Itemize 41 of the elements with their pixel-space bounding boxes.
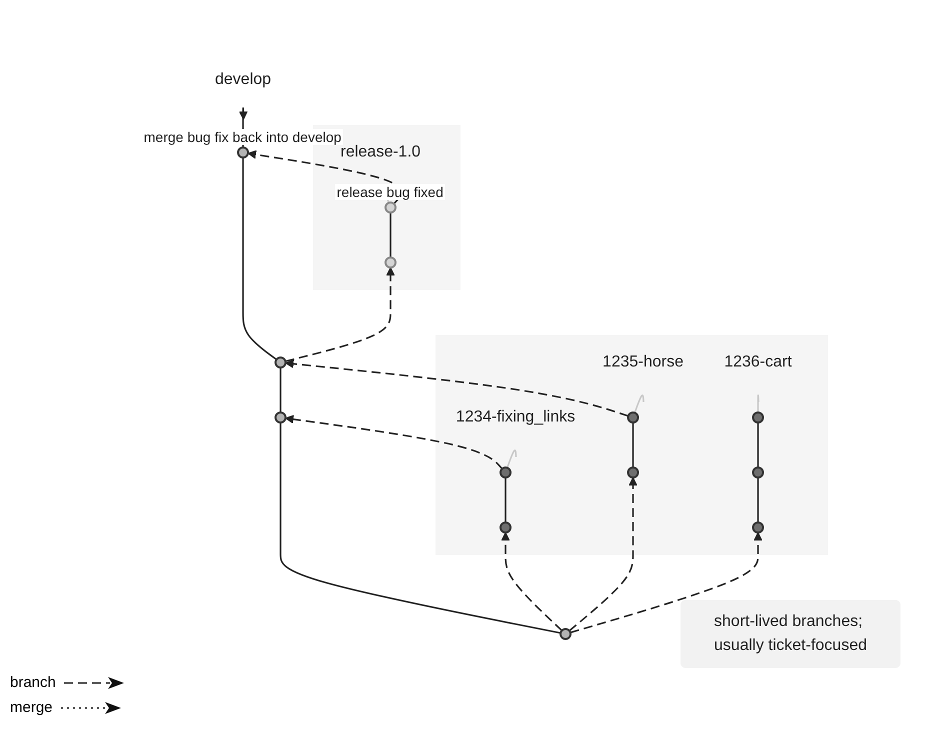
connector bbox=[756, 394, 760, 412]
arrow bbox=[500, 532, 562, 632]
arrow bbox=[568, 477, 638, 632]
node-circle bbox=[384, 256, 396, 268]
node-circle bbox=[752, 412, 764, 424]
node-circle bbox=[274, 356, 286, 368]
commit-caption: merge bug fix back into develop bbox=[142, 129, 344, 146]
connector bbox=[389, 212, 392, 258]
cluster bbox=[435, 335, 828, 555]
arrow bbox=[284, 359, 628, 417]
node-box: short-lived branches; usually ticket-focused bbox=[680, 600, 900, 668]
node-text: 1234-fixing_links bbox=[456, 408, 575, 426]
node-circle bbox=[559, 628, 572, 640]
node-circle bbox=[752, 466, 764, 478]
connector bbox=[632, 422, 634, 468]
legend-text: merge bbox=[10, 699, 53, 716]
legend-text: branch bbox=[10, 674, 56, 691]
arrow bbox=[284, 267, 395, 362]
node-text: 1235-horse bbox=[602, 353, 684, 370]
arrow bbox=[570, 532, 762, 634]
node-text: 1236-cart bbox=[724, 353, 792, 370]
node-circle bbox=[499, 522, 512, 534]
connector bbox=[756, 478, 759, 522]
node-circle bbox=[274, 412, 286, 424]
node-circle bbox=[499, 466, 512, 478]
connector bbox=[242, 158, 277, 360]
node-circle bbox=[384, 202, 396, 214]
node-circle bbox=[752, 522, 764, 534]
connector bbox=[504, 478, 506, 522]
node-circle bbox=[626, 412, 639, 424]
connector bbox=[279, 422, 560, 634]
node-text: release-1.0 bbox=[340, 144, 420, 160]
node-text: develop bbox=[214, 71, 271, 88]
connector bbox=[279, 368, 282, 412]
connector bbox=[634, 394, 644, 414]
connector bbox=[506, 450, 517, 468]
node-circle bbox=[236, 146, 249, 158]
node-circle bbox=[626, 466, 639, 478]
arrow bbox=[284, 414, 502, 470]
commit-caption: release bug fixed bbox=[334, 184, 446, 200]
connector bbox=[756, 422, 759, 468]
